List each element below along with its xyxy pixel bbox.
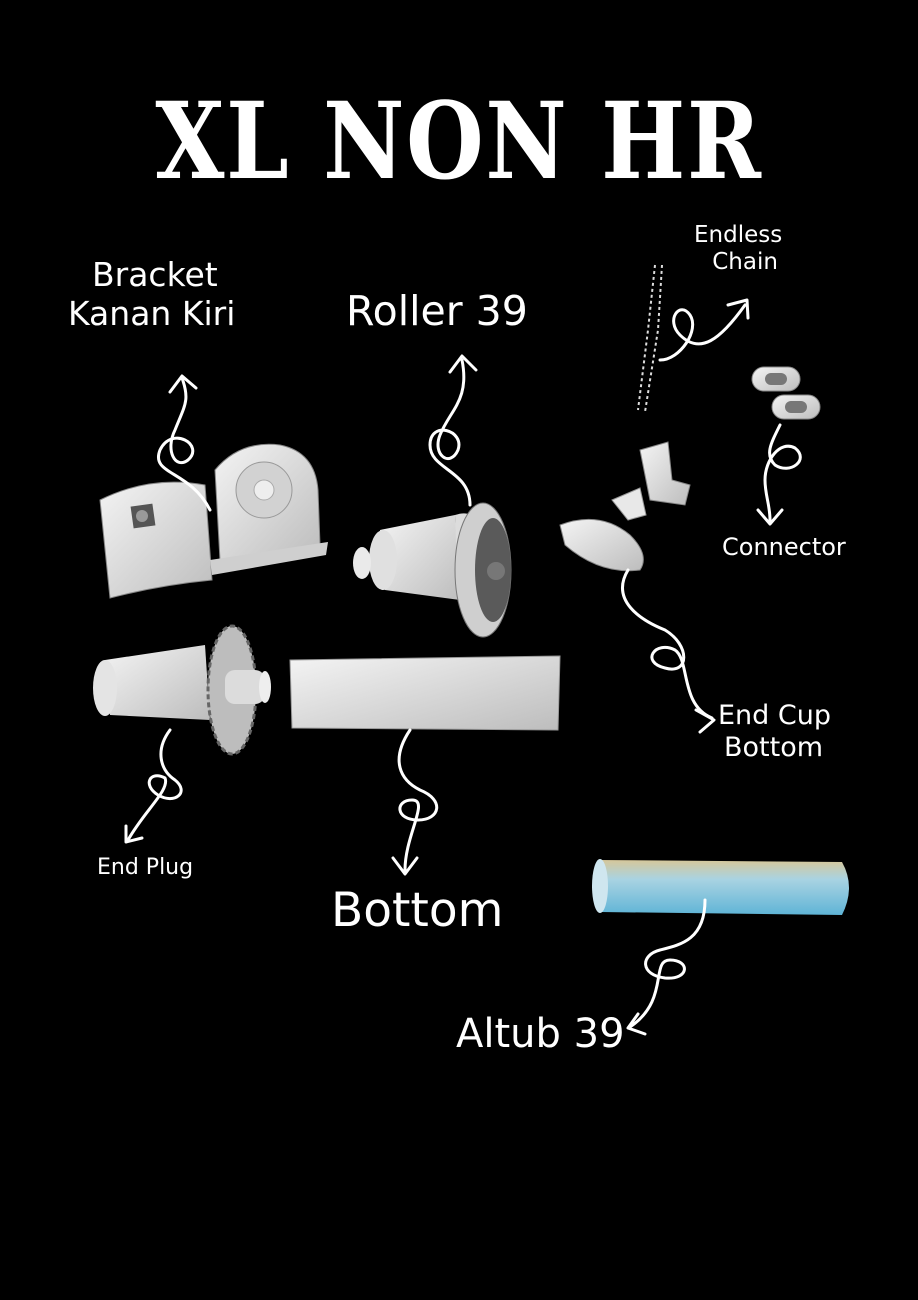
label-roller: Roller 39 <box>346 287 528 335</box>
label-connector: Connector <box>722 533 846 561</box>
label-bracket-line1: Bracket <box>92 255 218 294</box>
bracket-arrow-icon <box>156 374 212 512</box>
label-end-plug: End Plug <box>97 855 194 880</box>
bottom-arrow-icon <box>391 728 439 876</box>
roller-icon <box>353 502 512 638</box>
chain-icon <box>637 264 663 413</box>
end-plug-arrow-icon <box>124 728 183 844</box>
connector-arrow-icon <box>756 423 802 526</box>
end-plug-icon <box>93 624 271 756</box>
label-end-cup-line2: Bottom <box>724 731 824 763</box>
label-endless-chain: Endless Chain <box>694 222 782 276</box>
label-end-cup-bottom: End Cup Bottom <box>718 700 831 764</box>
end-cup-icon <box>559 441 691 572</box>
label-bracket: Bracket Kanan Kiri <box>68 255 235 334</box>
tube-icon <box>592 859 849 915</box>
label-bottom: Bottom <box>331 883 504 938</box>
chain-arrow-icon <box>658 298 750 362</box>
altub-arrow-icon <box>626 898 707 1036</box>
label-end-cup-line1: End Cup <box>718 700 831 731</box>
label-altub: Altub 39 <box>456 1011 625 1057</box>
bottom-rail-icon <box>289 655 561 731</box>
label-endless-chain-line1: Endless <box>694 222 783 248</box>
roller-arrow-icon <box>428 354 478 507</box>
label-endless-chain-line2: Chain <box>712 249 778 276</box>
connector-icon <box>751 366 821 420</box>
end-cup-arrow-icon <box>621 568 716 734</box>
poster-title: XL NON HR <box>155 78 763 203</box>
bracket-icon <box>99 443 328 599</box>
label-bracket-line2: Kanan Kiri <box>68 293 236 333</box>
